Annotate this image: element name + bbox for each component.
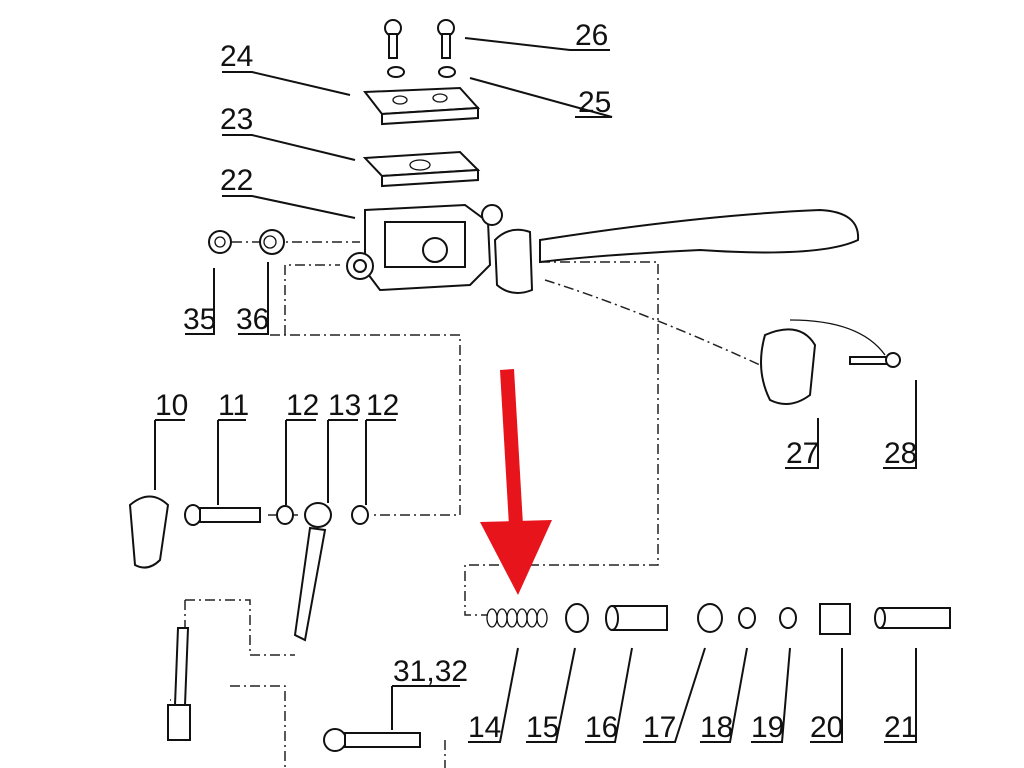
parts-14-21 — [323, 603, 951, 752]
arrow-head — [480, 520, 552, 595]
part-label-17: 17 — [643, 711, 676, 744]
part-label-15: 15 — [526, 711, 559, 744]
part-label-12: 12 — [286, 389, 319, 422]
part-label-35: 35 — [183, 303, 216, 336]
part-label-26: 26 — [575, 19, 608, 52]
part-label-10: 10 — [155, 389, 188, 422]
gasket-23 — [362, 150, 481, 188]
red-highlight-arrow — [480, 369, 552, 595]
part-label-19: 19 — [751, 711, 784, 744]
part-label-21: 21 — [884, 711, 917, 744]
cover-24 — [363, 86, 481, 126]
part-label-27: 27 — [786, 437, 819, 470]
part-label-22: 22 — [220, 164, 253, 197]
part-label-28: 28 — [884, 437, 917, 470]
clamp-27-screw-28 — [760, 319, 901, 405]
part-label-36: 36 — [236, 303, 269, 336]
washers-25 — [387, 66, 456, 78]
leader-lines — [154, 37, 917, 743]
part-label-23: 23 — [220, 103, 253, 136]
parts-10-13 — [128, 495, 369, 741]
part-label-16: 16 — [585, 711, 618, 744]
master-cylinder-22 — [346, 203, 860, 295]
part-label-12-second: 12 — [366, 389, 399, 422]
part-label-20: 20 — [810, 711, 843, 744]
part-label-11: 11 — [218, 389, 249, 422]
part-label-24: 24 — [220, 40, 253, 73]
part-label-25: 25 — [578, 86, 611, 119]
part-label-13: 13 — [328, 389, 361, 422]
parts-35-36 — [208, 229, 285, 255]
part-label-18: 18 — [700, 711, 733, 744]
screws-26 — [384, 19, 455, 59]
part-label-31-32: 31,32 — [393, 655, 468, 688]
arrow-shaft — [500, 369, 523, 526]
part-label-14: 14 — [468, 711, 501, 744]
